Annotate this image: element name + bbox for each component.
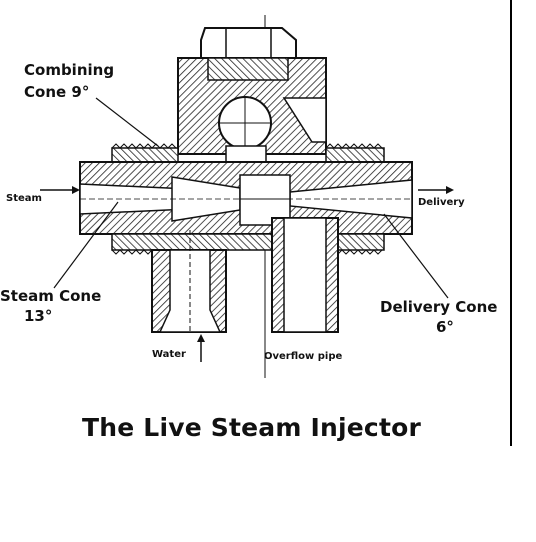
water-label: Water <box>152 349 186 360</box>
injector-cross-section <box>40 15 454 378</box>
leader-lines <box>53 97 449 299</box>
injector-diagram: Combining Cone 9° Steam Delivery Steam C… <box>0 0 512 446</box>
cap-nut <box>200 27 297 59</box>
water-pipe <box>151 230 227 333</box>
upper-body <box>177 57 327 173</box>
combining-cone-label-line1: Combining <box>24 61 115 79</box>
steam-cone-label-line1: Steam Cone <box>0 287 102 305</box>
overflow-pipe-label: Overflow pipe <box>264 351 343 362</box>
combining-cone-label-line2: Cone 9° <box>24 83 90 101</box>
diagram-title: The Live Steam Injector <box>82 413 421 442</box>
frame-border <box>510 0 512 446</box>
steam-cone-label-line2: 13° <box>24 307 53 325</box>
delivery-label: Delivery <box>418 197 465 208</box>
main-body <box>79 161 413 235</box>
delivery-cone-label-line2: 6° <box>436 318 454 336</box>
overflow-pipe <box>271 217 339 333</box>
steam-label: Steam <box>6 193 42 204</box>
delivery-cone-label-line1: Delivery Cone <box>380 298 498 316</box>
flow-arrows <box>40 186 454 362</box>
